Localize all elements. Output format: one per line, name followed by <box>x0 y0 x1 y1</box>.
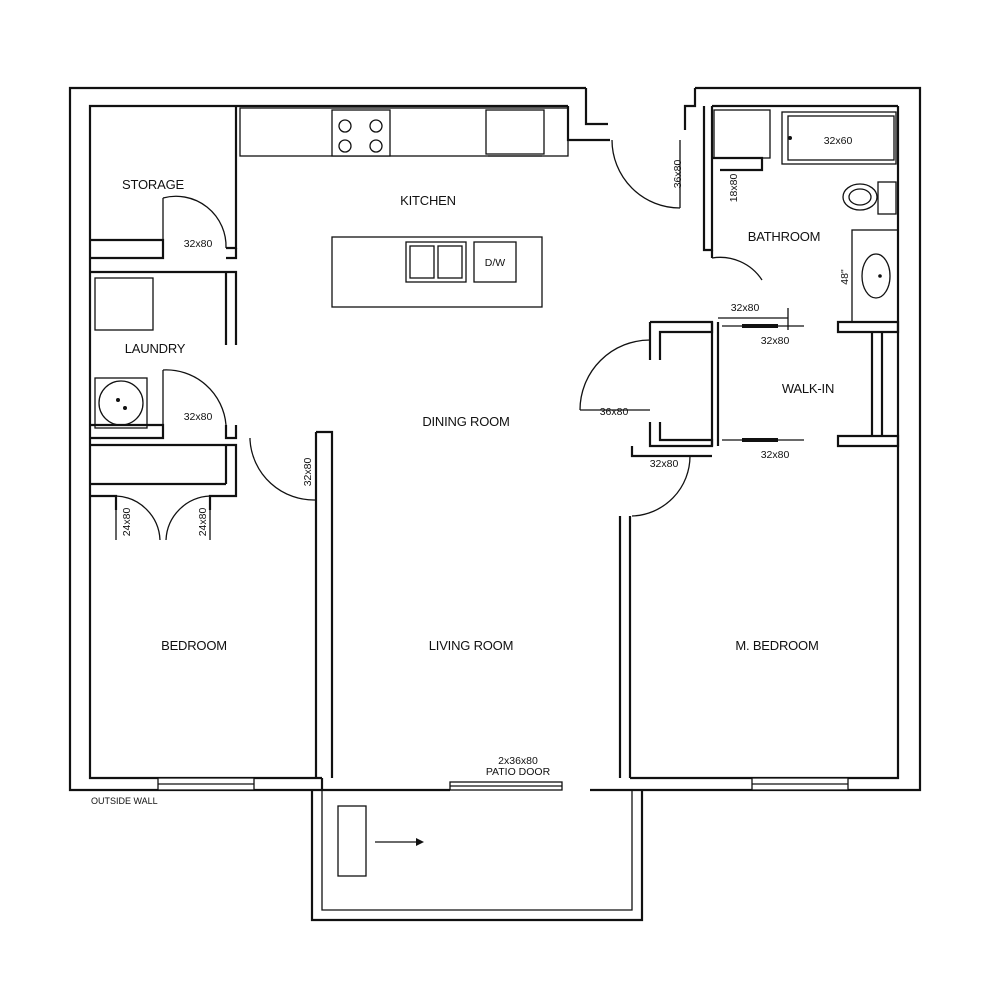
windows <box>157 777 849 791</box>
label-door-master-bedroom: 32x80 <box>650 458 679 470</box>
label-bedroom: BEDROOM <box>161 638 227 653</box>
vanity <box>851 229 899 323</box>
label-dining-room: DINING ROOM <box>422 414 509 429</box>
label-outside-wall: OUTSIDE WALL <box>91 796 158 806</box>
washer <box>94 277 154 331</box>
dishwasher <box>473 241 517 283</box>
label-walk-in: WALK-IN <box>782 381 834 396</box>
label-door-walkin-slide-bottom: 32x80 <box>761 449 790 461</box>
interior-walls <box>90 106 900 790</box>
entry-door <box>611 139 681 209</box>
toilet <box>842 183 878 211</box>
master-closet-door <box>579 339 651 411</box>
label-door-walkin-top: 32x80 <box>731 302 760 314</box>
sink <box>861 253 891 299</box>
dryer <box>94 377 148 429</box>
label-patio-door: PATIO DOOR <box>486 766 551 778</box>
label-door-bath-closet: 18x80 <box>728 174 740 203</box>
label-tub: 32x60 <box>824 135 853 147</box>
label-door-storage: 32x80 <box>184 238 213 250</box>
exterior-walls <box>68 86 922 792</box>
label-bathroom: BATHROOM <box>748 229 821 244</box>
bedroom-door <box>249 439 317 501</box>
label-door-closet-left: 24x80 <box>121 508 133 537</box>
label-patio-size: 2x36x80 <box>498 755 538 767</box>
label-master-bedroom: M. BEDROOM <box>735 638 818 653</box>
range-cooktop <box>331 109 391 157</box>
label-kitchen: KITCHEN <box>400 193 456 208</box>
label-door-entry: 36x80 <box>672 160 684 189</box>
label-door-laundry: 32x80 <box>184 411 213 423</box>
linen-closet <box>713 109 771 159</box>
sink-double <box>405 241 467 283</box>
laundry-fixtures <box>94 277 154 429</box>
label-vanity: 48" <box>839 269 851 285</box>
master-bedroom-door <box>631 455 691 517</box>
label-living-room: LIVING ROOM <box>429 638 513 653</box>
refrigerator <box>485 109 545 155</box>
patio <box>310 790 644 922</box>
bathtub <box>781 111 897 165</box>
label-door-closet-right: 24x80 <box>197 508 209 537</box>
bathroom-fixtures <box>713 109 899 323</box>
room-labels: STORAGE KITCHEN LAUNDRY BATHROOM WALK-IN… <box>122 177 834 653</box>
label-door-master-closet: 36x80 <box>600 406 629 418</box>
bathroom-door <box>711 256 763 281</box>
kitchen-island <box>331 236 543 308</box>
label-laundry: LAUNDRY <box>125 341 186 356</box>
label-storage: STORAGE <box>122 177 184 192</box>
label-door-bedroom: 32x80 <box>302 458 314 487</box>
dimension-labels: D/W 32x60 48" 32x80 32x80 36x80 18x80 32… <box>121 135 852 778</box>
doors <box>115 139 804 541</box>
label-door-walkin-slide-top: 32x80 <box>761 335 790 347</box>
label-dishwasher: D/W <box>485 257 506 269</box>
kitchen-counter <box>239 107 569 157</box>
